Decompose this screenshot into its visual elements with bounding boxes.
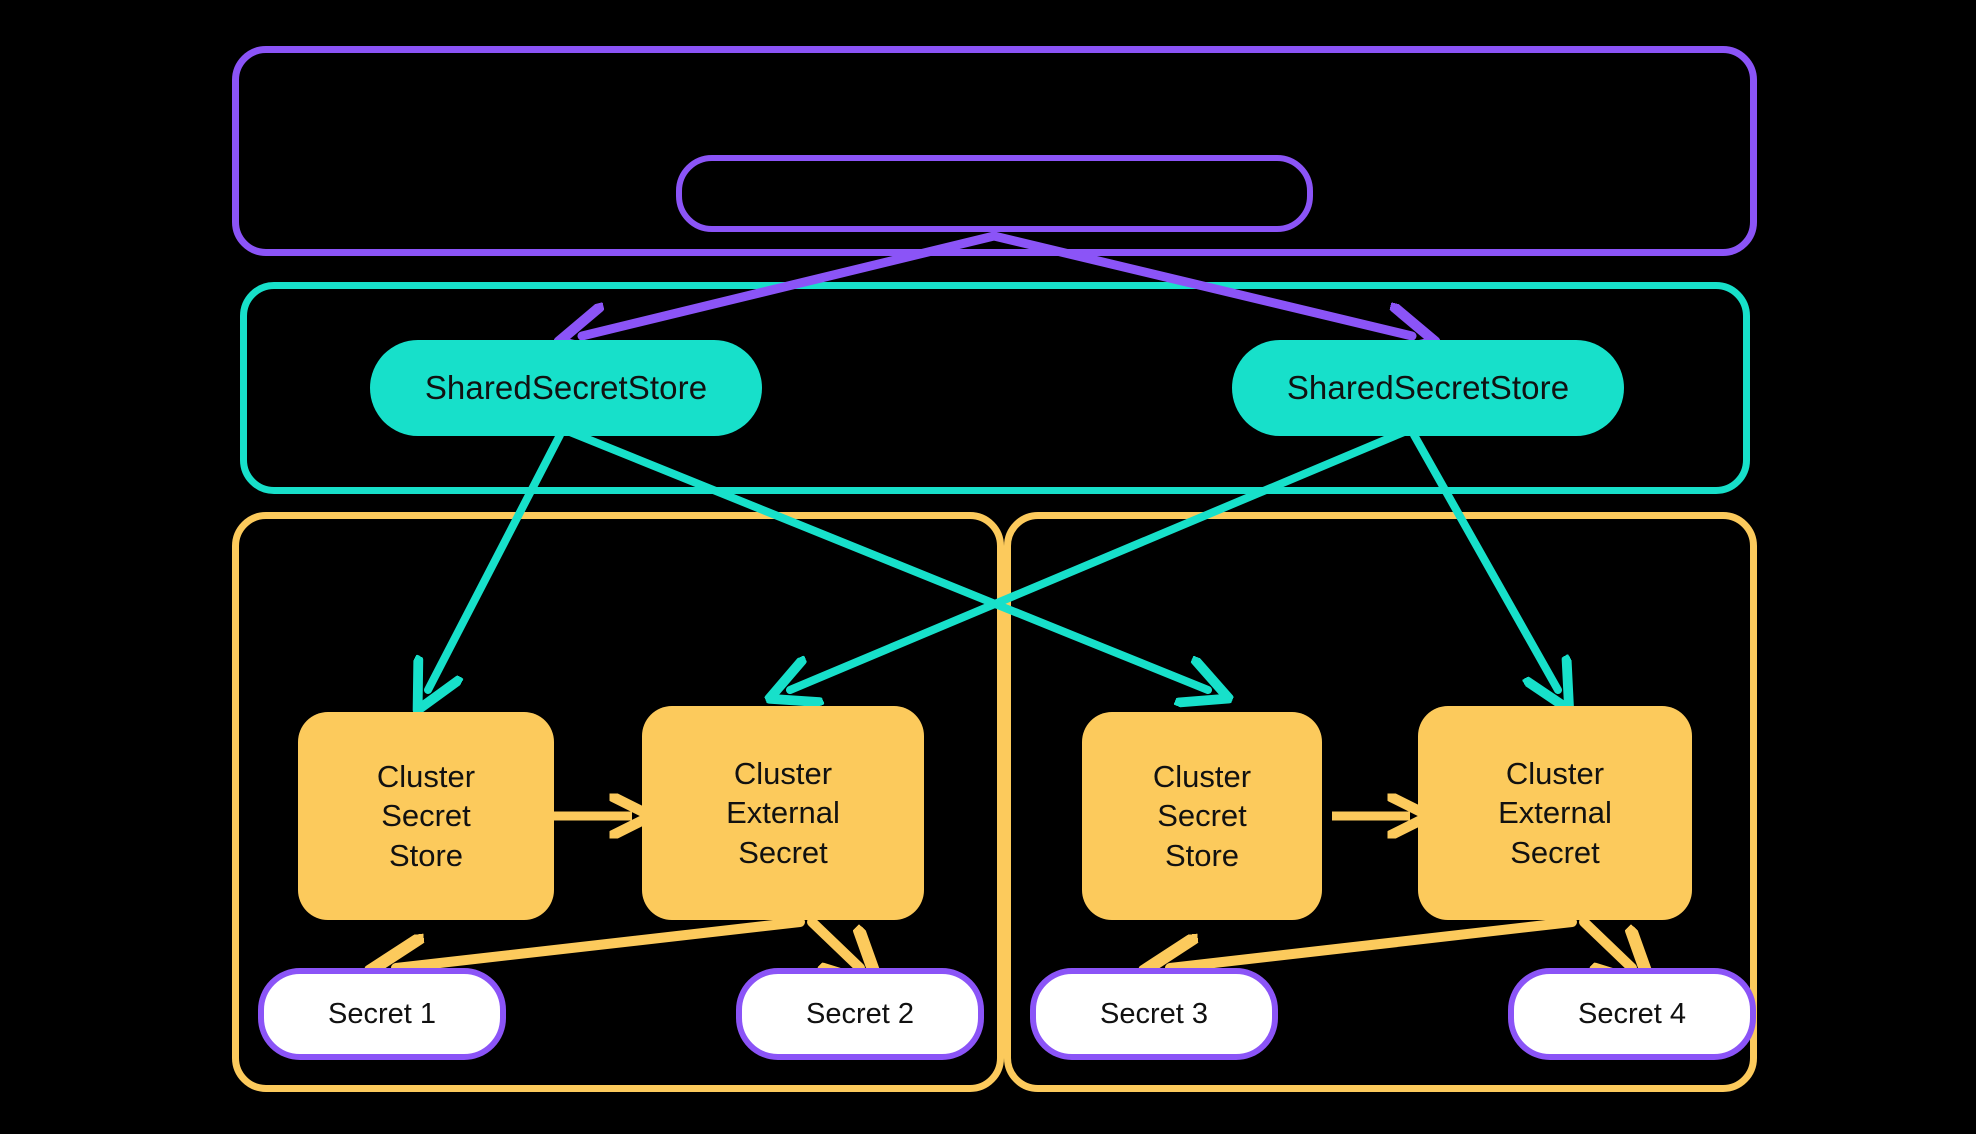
secret-1-label: Secret 1 — [328, 997, 436, 1030]
node-shared-secret-store-right[interactable]: SharedSecretStore — [1232, 340, 1624, 436]
node-cluster-secret-store-right[interactable]: Cluster Secret Store — [1082, 712, 1322, 920]
shared-secret-store-right-label: SharedSecretStore — [1286, 369, 1570, 406]
node-cluster-external-secret-left[interactable]: Cluster External Secret — [642, 706, 924, 920]
node-shared-secret-store-left[interactable]: SharedSecretStore — [370, 340, 762, 436]
secret-4-label: Secret 4 — [1578, 997, 1686, 1030]
cluster-secret-store-right-label: Cluster Secret Store — [1152, 759, 1252, 873]
node-secret-4[interactable]: Secret 4 — [1508, 968, 1756, 1060]
cluster-secret-store-left-label: Cluster Secret Store — [376, 759, 476, 873]
node-secret-3[interactable]: Secret 3 — [1030, 968, 1278, 1060]
node-cluster-secret-store-left[interactable]: Cluster Secret Store — [298, 712, 554, 920]
operator-pill — [676, 155, 1313, 232]
cluster-external-secret-right-label: Cluster External Secret — [1498, 756, 1612, 870]
node-secret-1[interactable]: Secret 1 — [258, 968, 506, 1060]
cluster-external-secret-left-label: Cluster External Secret — [726, 756, 840, 870]
node-cluster-external-secret-right[interactable]: Cluster External Secret — [1418, 706, 1692, 920]
secret-3-label: Secret 3 — [1100, 997, 1208, 1030]
node-secret-2[interactable]: Secret 2 — [736, 968, 984, 1060]
secret-2-label: Secret 2 — [806, 997, 914, 1030]
shared-secret-store-left-label: SharedSecretStore — [424, 369, 708, 406]
